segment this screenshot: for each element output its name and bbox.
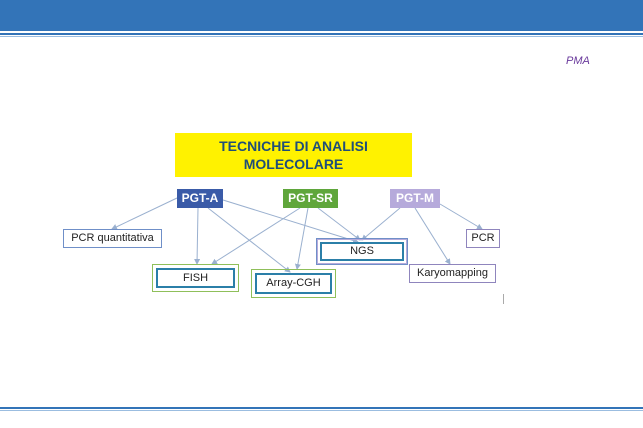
technique-pcr-quantitativa: PCR quantitativa xyxy=(63,229,162,248)
footer-rule xyxy=(0,407,643,409)
arrow-pgtsr-fish xyxy=(211,207,301,265)
technique-karyomapping: Karyomapping xyxy=(409,264,496,283)
arrow-pgtm-karyo xyxy=(414,207,451,265)
technique-ngs-frame: NGS xyxy=(316,238,408,265)
stray-mark xyxy=(503,294,504,304)
technique-fish-frame: FISH xyxy=(152,264,239,292)
category-pgt-a: PGT-A xyxy=(177,189,223,208)
header-rule xyxy=(0,33,643,35)
technique-array-cgh: Array-CGH xyxy=(255,273,332,294)
diagram-title: TECNICHE DI ANALISI MOLECOLARE xyxy=(175,133,412,177)
arrow-pgta-fish xyxy=(194,207,201,265)
category-pgt-sr: PGT-SR xyxy=(283,189,338,208)
arrow-pgtsr-ngs xyxy=(317,207,361,241)
technique-ngs: NGS xyxy=(320,242,404,261)
title-line-2: MOLECOLARE xyxy=(243,156,344,172)
slide-tag: PMA xyxy=(566,55,590,67)
arrow-pgtm-pcr xyxy=(439,203,483,230)
technique-array-cgh-frame: Array-CGH xyxy=(251,269,336,298)
arrow-pgtsr-acgh xyxy=(294,207,309,270)
header-rule-light xyxy=(0,36,643,37)
category-pgt-m: PGT-M xyxy=(390,189,440,208)
technique-fish: FISH xyxy=(156,268,235,288)
title-line-1: TECNICHE DI ANALISI xyxy=(219,138,368,154)
footer-rule-light xyxy=(0,410,643,411)
arrow-pgta-ngs xyxy=(222,199,359,244)
arrow-pgtm-ngs xyxy=(361,207,401,241)
technique-pcr: PCR xyxy=(466,229,500,248)
arrow-pgta-pcrq xyxy=(111,197,178,230)
header-bar xyxy=(0,0,643,31)
